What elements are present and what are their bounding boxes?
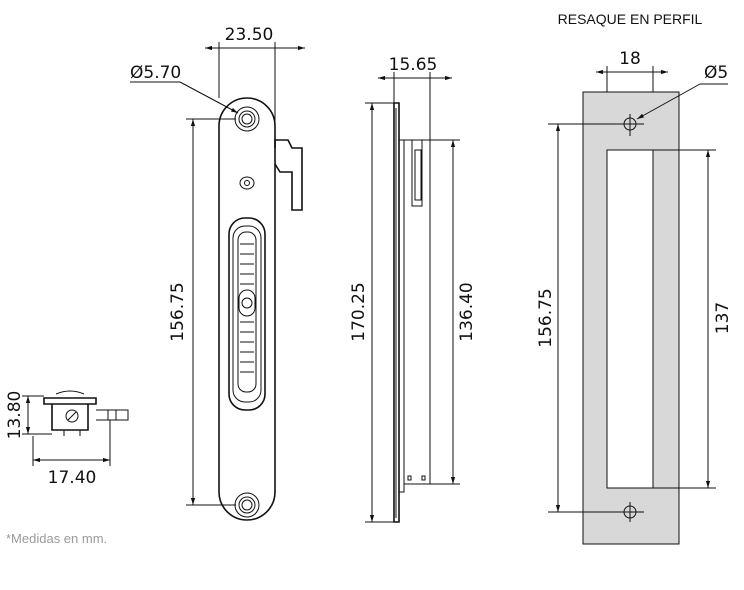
- front-hole-pitch-label: 156.75: [168, 282, 188, 341]
- recess-slot-height-label: 137: [713, 302, 733, 334]
- handle-ribs: [240, 243, 254, 373]
- front-hole-label: Ø5.70: [130, 63, 181, 83]
- side-view: [365, 72, 460, 523]
- bottom-view: [22, 390, 129, 466]
- recess-hole-label: Ø5: [704, 63, 728, 83]
- recess-slot: [606, 149, 654, 489]
- front-view: [130, 42, 305, 521]
- recess-width-label: 18: [619, 49, 641, 69]
- recess-title: RESAQUE EN PERFIL: [558, 11, 703, 27]
- side-thickness-label: 15.65: [389, 55, 438, 75]
- side-total-height-label: 170.25: [349, 282, 369, 341]
- recess-profile: [548, 66, 728, 545]
- bottom-height-label: 13.80: [5, 391, 25, 440]
- units-note: *Medidas en mm.: [6, 531, 107, 546]
- side-body-height-label: 136.40: [457, 282, 477, 341]
- bottom-width-label: 17.40: [48, 468, 97, 488]
- recess-hole-pitch-label: 156.75: [536, 288, 556, 347]
- front-width-label: 23.50: [225, 25, 274, 45]
